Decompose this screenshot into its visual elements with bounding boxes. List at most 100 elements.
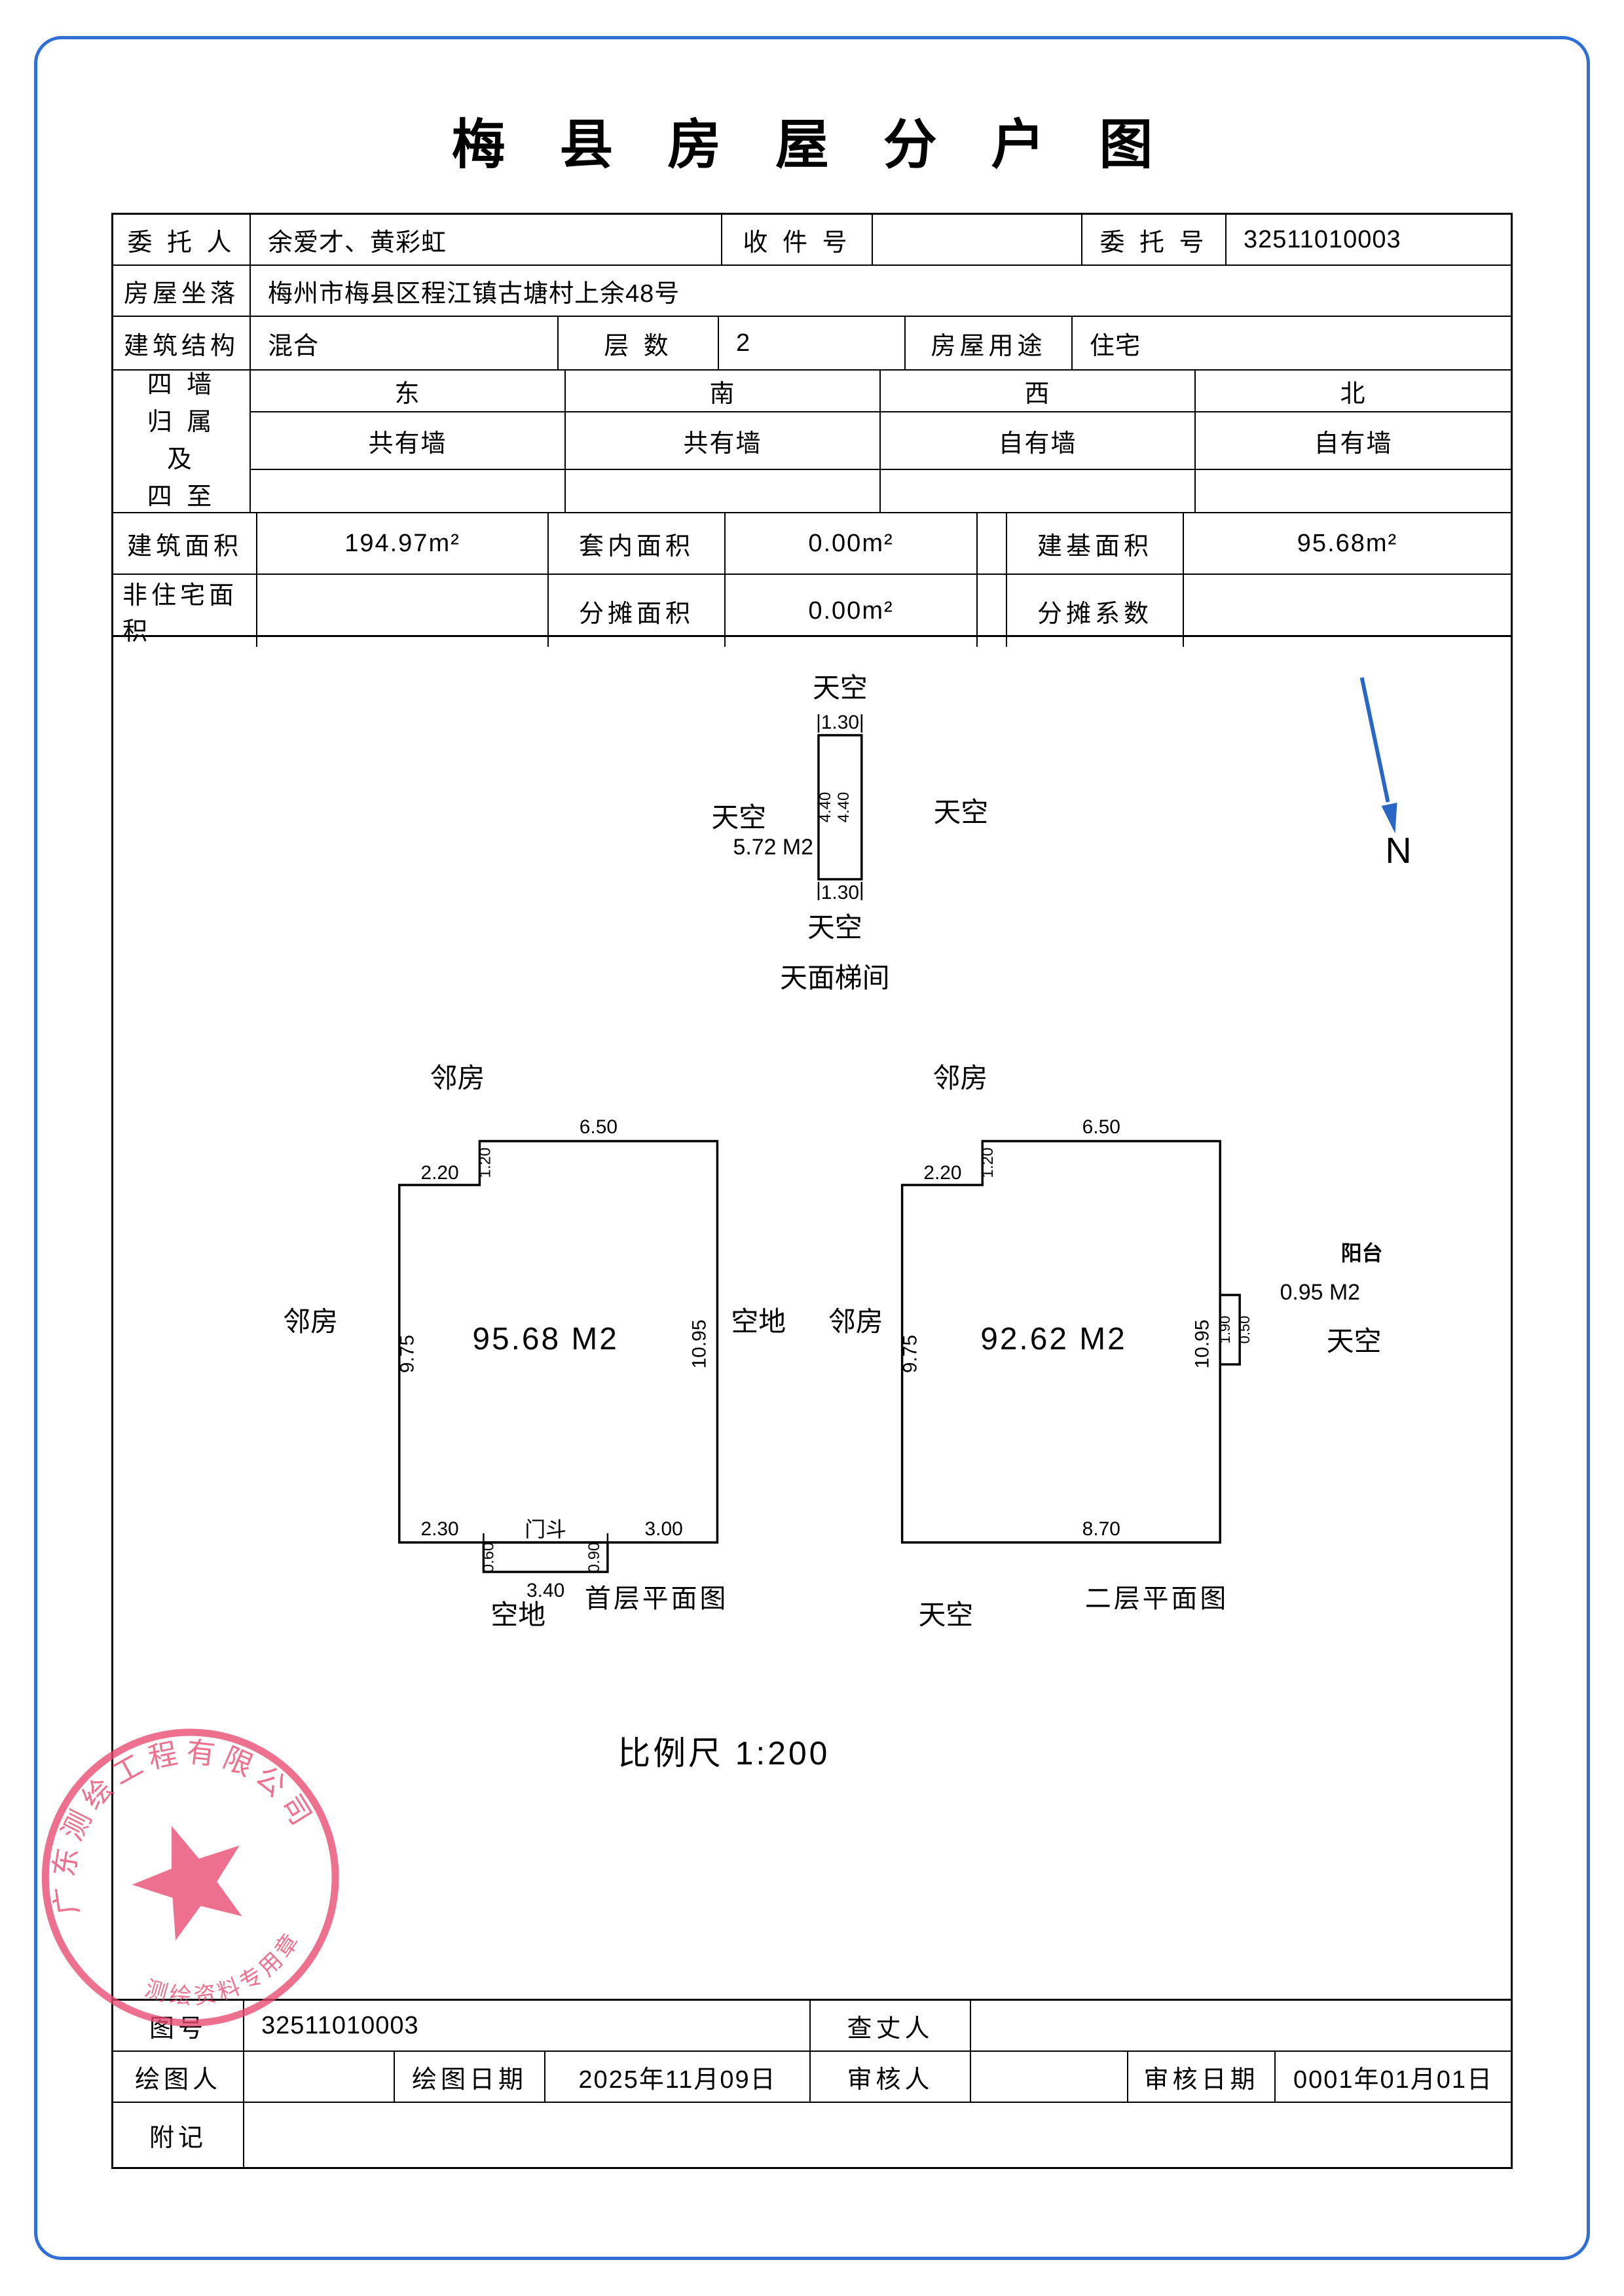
shared-area-value: 0.00m²	[726, 575, 978, 647]
floor1-porch-outline	[482, 1541, 609, 1573]
non-res-area-value	[257, 575, 549, 647]
floor2-dim-notch: 1.20	[979, 1148, 997, 1178]
building-area-label: 建筑面积	[113, 513, 257, 574]
client-value: 余爱才、黄彩虹	[251, 215, 722, 264]
base-area-label: 建基面积	[1007, 513, 1184, 574]
client-label: 委 托 人	[113, 215, 251, 264]
row-client: 委 托 人 余爱才、黄彩虹 收 件 号 委 托 号 32511010003	[113, 215, 1511, 264]
structure-label: 建筑结构	[113, 317, 251, 369]
floor2-outline	[900, 1140, 1221, 1544]
surveyor-label: 查丈人	[811, 2001, 971, 2050]
inner-area-value: 0.00m²	[726, 513, 978, 574]
location-label: 房屋坐落	[113, 266, 251, 316]
receipt-no-label: 收 件 号	[722, 215, 873, 264]
floor2-sky-bottom-label: 天空	[919, 1599, 974, 1630]
floor2-area-label: 92.62 M2	[980, 1322, 1126, 1357]
floor1-outline	[398, 1140, 719, 1544]
floors-label: 层 数	[559, 317, 719, 369]
roof-stairwell-outline	[817, 734, 863, 881]
scale-label: 比例尺 1:200	[618, 1735, 830, 1772]
floor1-dim-bottom-right: 3.00	[645, 1518, 683, 1540]
base-area-value: 95.68m²	[1297, 529, 1398, 557]
wall-extra-east	[251, 470, 566, 512]
shared-coef-label: 分摊系数	[1007, 575, 1184, 647]
draw-date-value: 2025年11月09日	[545, 2052, 811, 2102]
floor2-neighbor-left-label: 邻房	[828, 1306, 883, 1337]
usage-label: 房屋用途	[906, 317, 1073, 369]
wall-value-north: 自有墙	[1196, 412, 1511, 470]
wall-extra-west	[881, 470, 1196, 512]
north-label: N	[1385, 829, 1411, 871]
floor2-balcony-outline	[1219, 1294, 1241, 1366]
floor1-dim-top: 6.50	[580, 1116, 618, 1138]
wall-value-east: 共有墙	[251, 412, 566, 470]
floor1-dim-top-left: 2.20	[420, 1162, 458, 1184]
spacer-cell-1	[978, 513, 1007, 574]
floors-value: 2	[719, 317, 906, 369]
floor1-dim-left: 9.75	[397, 1335, 418, 1373]
page-title: 梅 县 房 屋 分 户 图	[451, 115, 1173, 175]
roof-sky-top-label: 天空	[813, 672, 868, 703]
roof-stairwell-name: 天面梯间	[780, 962, 890, 993]
wall-dir-east: 东	[251, 371, 566, 412]
usage-value: 住宅	[1090, 332, 1141, 360]
roof-dim-left: 4.40	[817, 792, 834, 823]
inner-area-label: 套内面积	[549, 513, 726, 574]
floor1-dim-bottom-mid: 3.40	[526, 1580, 564, 1601]
commission-no-label: 委 托 号	[1082, 215, 1227, 264]
roof-sky-right-label: 天空	[933, 797, 988, 828]
floor1-dim-right: 10.95	[688, 1319, 710, 1368]
floor1-neighbor-top-label: 邻房	[430, 1063, 485, 1093]
floor1-open-bottom-label: 空地	[490, 1599, 545, 1630]
building-area-value: 194.97m²	[257, 513, 549, 574]
shared-coef-value	[1184, 575, 1511, 647]
floor-plan-svg: 天空 1.30 4.40 4.40 5.72 M2 天空 天空 1.30 天空 …	[9, 672, 1412, 2031]
spacer-cell-2	[978, 575, 1007, 647]
walls-label-line3: 及	[166, 446, 196, 473]
walls-label-line1: 四 墙	[147, 371, 216, 399]
floor1-dim-notch: 1.20	[476, 1148, 494, 1178]
shared-area-label: 分摊面积	[549, 575, 726, 647]
row-areas-1: 建筑面积 194.97m² 套内面积 0.00m² 建基面积 95.68m²	[113, 512, 1511, 574]
floor1-open-right-label: 空地	[731, 1306, 786, 1337]
review-date-label: 审核日期	[1128, 2052, 1276, 2102]
walls-label: 四 墙 归 属 及 四 至	[113, 371, 251, 512]
floor2-neighbor-top-label: 邻房	[932, 1063, 987, 1093]
walls-section: 四 墙 归 属 及 四 至 东 南 西 北 共有墙 共有墙 自有墙 自有墙	[113, 369, 1511, 512]
floor1-dim-porch-right: 0.90	[585, 1542, 603, 1573]
wall-value-south: 共有墙	[566, 412, 881, 470]
draftsman-label: 绘图人	[113, 2052, 244, 2102]
non-res-area-label: 非住宅面积	[113, 575, 257, 647]
surveyor-value	[971, 2001, 1511, 2050]
notes-label: 附记	[113, 2103, 244, 2167]
row-areas-2: 非住宅面积 分摊面积 0.00m² 分摊系数	[113, 574, 1511, 647]
floor2-dim-left: 9.75	[900, 1335, 921, 1373]
floor2-sky-right-label: 天空	[1327, 1326, 1382, 1357]
floor1-dim-porch-left: 0.60	[479, 1542, 497, 1573]
draw-date-label: 绘图日期	[395, 2052, 545, 2102]
row-notes: 附记	[113, 2102, 1511, 2167]
floor2-dim-right: 10.95	[1191, 1319, 1213, 1368]
structure-value: 混合	[251, 317, 559, 369]
document-content: 梅 县 房 屋 分 户 图 委 托 人 余爱才、黄彩虹 收 件 号 委 托 号 …	[9, 92, 1513, 2169]
wall-value-west: 自有墙	[881, 412, 1196, 470]
floor2-dim-top: 6.50	[1082, 1116, 1120, 1138]
wall-extra-north	[1196, 470, 1511, 512]
footer-table: 图号 32511010003 查丈人 绘图人 绘图日期 2025年11月09日 …	[111, 2001, 1513, 2169]
walls-label-line4: 四 至	[147, 483, 216, 511]
roof-dim-top: 1.30	[821, 712, 859, 733]
floor-plan-drawing-area: 天空 1.30 4.40 4.40 5.72 M2 天空 天空 1.30 天空 …	[9, 637, 1513, 2031]
row-structure: 建筑结构 混合 层 数 2 房屋用途 住宅	[113, 316, 1511, 369]
drawing-no-value: 32511010003	[244, 2001, 811, 2050]
floor2-dim-balcony-w: 0.50	[1236, 1316, 1253, 1344]
floor1-porch-label: 门斗	[525, 1518, 566, 1541]
floor1-plan-name: 首层平面图	[585, 1584, 728, 1613]
floor2-plan-name: 二层平面图	[1085, 1584, 1228, 1613]
wall-dir-west: 西	[881, 371, 1196, 412]
floor2-balcony-area-label: 0.95 M2	[1280, 1280, 1360, 1305]
info-table: 委 托 人 余爱才、黄彩虹 收 件 号 委 托 号 32511010003 房屋…	[111, 213, 1513, 647]
stamp-circle	[41, 1728, 339, 2027]
floor1-area-label: 95.68 M2	[472, 1322, 618, 1357]
receipt-no-value	[873, 215, 1082, 264]
